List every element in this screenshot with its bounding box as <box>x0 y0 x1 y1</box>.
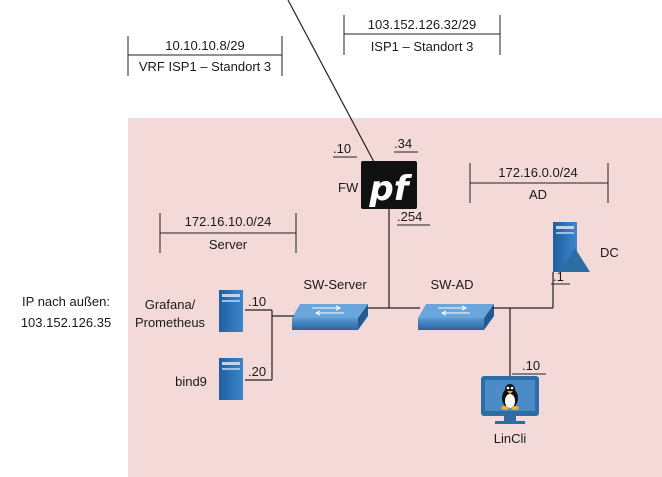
grafana-label-line2: Prometheus <box>135 315 206 330</box>
vrf-network-cidr: 10.10.10.8/29 <box>165 38 245 53</box>
isp-network-name: ISP1 – Standort 3 <box>371 39 474 54</box>
firewall-ip-vrf: .10 <box>333 141 351 156</box>
bind9-label: bind9 <box>175 374 207 389</box>
firewall[interactable]: pf <box>361 161 417 209</box>
dc-server-icon[interactable] <box>553 222 590 272</box>
sw-server-switch-icon[interactable] <box>292 304 368 330</box>
server-network-name: Server <box>209 237 248 252</box>
sw-ad-switch-icon[interactable] <box>418 304 494 330</box>
ad-network-label: 172.16.0.0/24 AD <box>469 163 609 203</box>
firewall-ip-lan: .254 <box>397 209 422 224</box>
bind9-server-icon[interactable] <box>219 358 243 400</box>
server-network-label: 172.16.10.0/24 Server <box>159 213 297 253</box>
vrf-network-name: VRF ISP1 – Standort 3 <box>139 59 271 74</box>
pfsense-logo-text: pf <box>368 169 412 209</box>
lincli-monitor-icon[interactable] <box>481 376 539 424</box>
isp-network-cidr: 103.152.126.32/29 <box>368 17 476 32</box>
lincli-label: LinCli <box>494 431 527 446</box>
dc-label: DC <box>600 245 619 260</box>
firewall-ip-isp: .34 <box>394 136 412 151</box>
grafana-label-line1: Grafana/ <box>145 297 196 312</box>
lincli-ip: .10 <box>522 358 540 373</box>
grafana-ip: .10 <box>248 294 266 309</box>
grafana-server-icon[interactable] <box>219 290 243 332</box>
firewall-label: FW <box>338 180 359 195</box>
bind9-ip: .20 <box>248 364 266 379</box>
active-directory-triangle-icon <box>560 248 590 272</box>
pfsense-logo-icon <box>361 161 417 209</box>
ad-network-name: AD <box>529 187 547 202</box>
tux-linux-icon <box>501 384 519 410</box>
vrf-network-label: 10.10.10.8/29 VRF ISP1 – Standort 3 <box>127 36 283 76</box>
uplink-wire <box>287 0 375 163</box>
ad-network-cidr: 172.16.0.0/24 <box>498 165 578 180</box>
isp-network-label: 103.152.126.32/29 ISP1 – Standort 3 <box>343 15 501 55</box>
external-ip-label: IP nach außen: <box>22 294 110 309</box>
external-ip-value: 103.152.126.35 <box>21 315 111 330</box>
dc-ip: .1 <box>553 269 564 284</box>
sw-ad-label: SW-AD <box>430 277 473 292</box>
server-network-cidr: 172.16.10.0/24 <box>185 214 272 229</box>
sw-server-label: SW-Server <box>303 277 367 292</box>
